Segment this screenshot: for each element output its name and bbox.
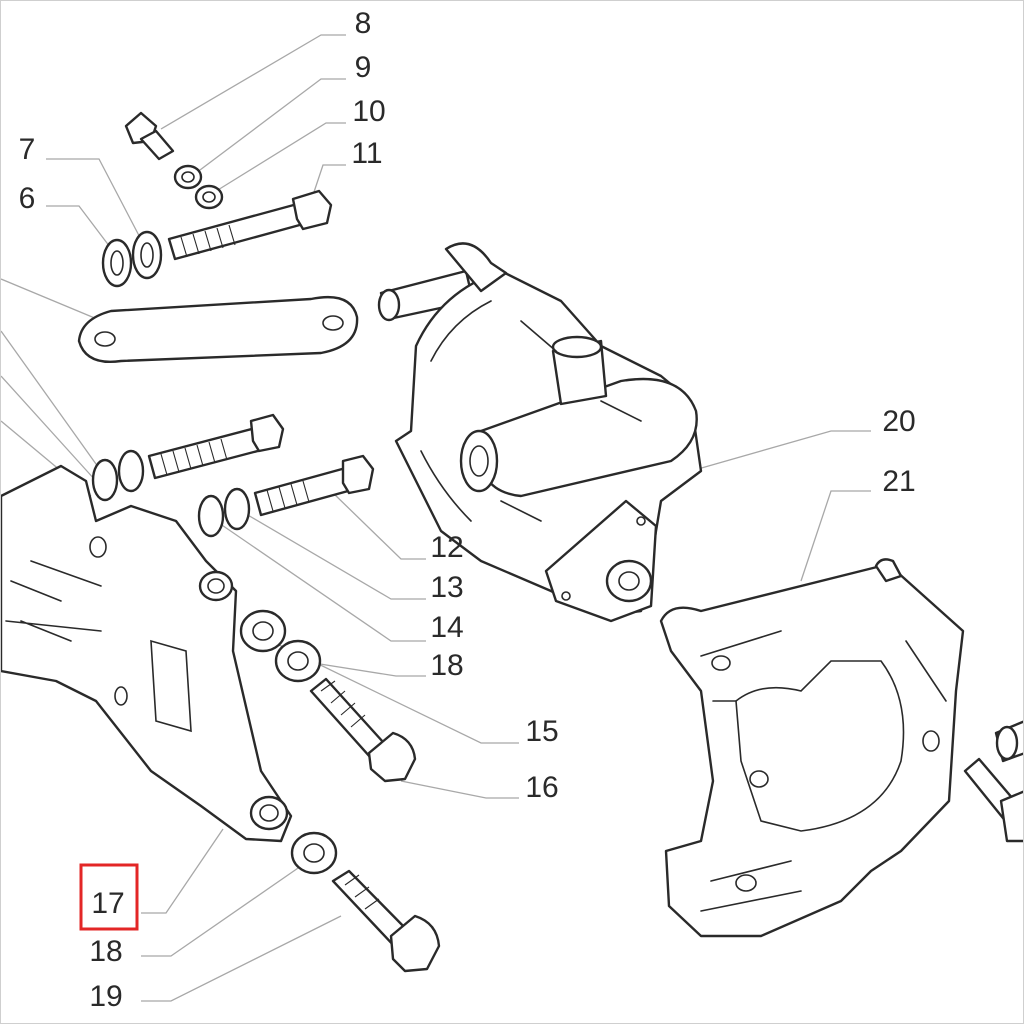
edge-fittings-part	[963, 720, 1023, 843]
washer-6-part	[101, 238, 133, 288]
callout-10: 10	[352, 95, 385, 128]
callout-18-upper: 18	[430, 649, 463, 682]
pump-part	[377, 242, 703, 623]
callout-12: 12	[430, 531, 463, 564]
callout-20: 20	[882, 405, 915, 438]
bolt-11-part	[167, 189, 333, 261]
callout-17: 17	[91, 887, 124, 920]
washer-7-part	[131, 230, 163, 280]
callout-19: 19	[89, 980, 122, 1013]
bracket-17-part	[1, 464, 293, 843]
highlight-box-17	[79, 863, 139, 931]
callout-16: 16	[525, 771, 558, 804]
callout-6: 6	[19, 182, 36, 215]
callout-21: 21	[882, 465, 915, 498]
callout-8: 8	[355, 7, 372, 40]
leader-lines	[1, 34, 871, 1002]
callout-13: 13	[430, 571, 463, 604]
callout-15: 15	[525, 715, 558, 748]
washer-18-part	[239, 609, 322, 683]
bolt-19-part	[290, 831, 441, 973]
washer-10-part	[194, 184, 224, 210]
bolt-12-part	[197, 454, 375, 538]
callout-9: 9	[355, 51, 372, 84]
callout-labels: 8 9 10 11 7 6 20 21 12 13 14 18 15 16 17…	[19, 7, 916, 1013]
link-bracket-part	[77, 295, 359, 363]
bolt-8-part	[124, 111, 175, 161]
bolt-14-part	[91, 413, 285, 502]
washer-9-part	[173, 164, 203, 190]
bracket-21-part	[659, 558, 965, 938]
callout-18-lower: 18	[89, 935, 122, 968]
bolt-16-part	[309, 677, 417, 783]
callout-14: 14	[430, 611, 463, 644]
callout-7: 7	[19, 133, 36, 166]
callout-11: 11	[351, 137, 382, 170]
